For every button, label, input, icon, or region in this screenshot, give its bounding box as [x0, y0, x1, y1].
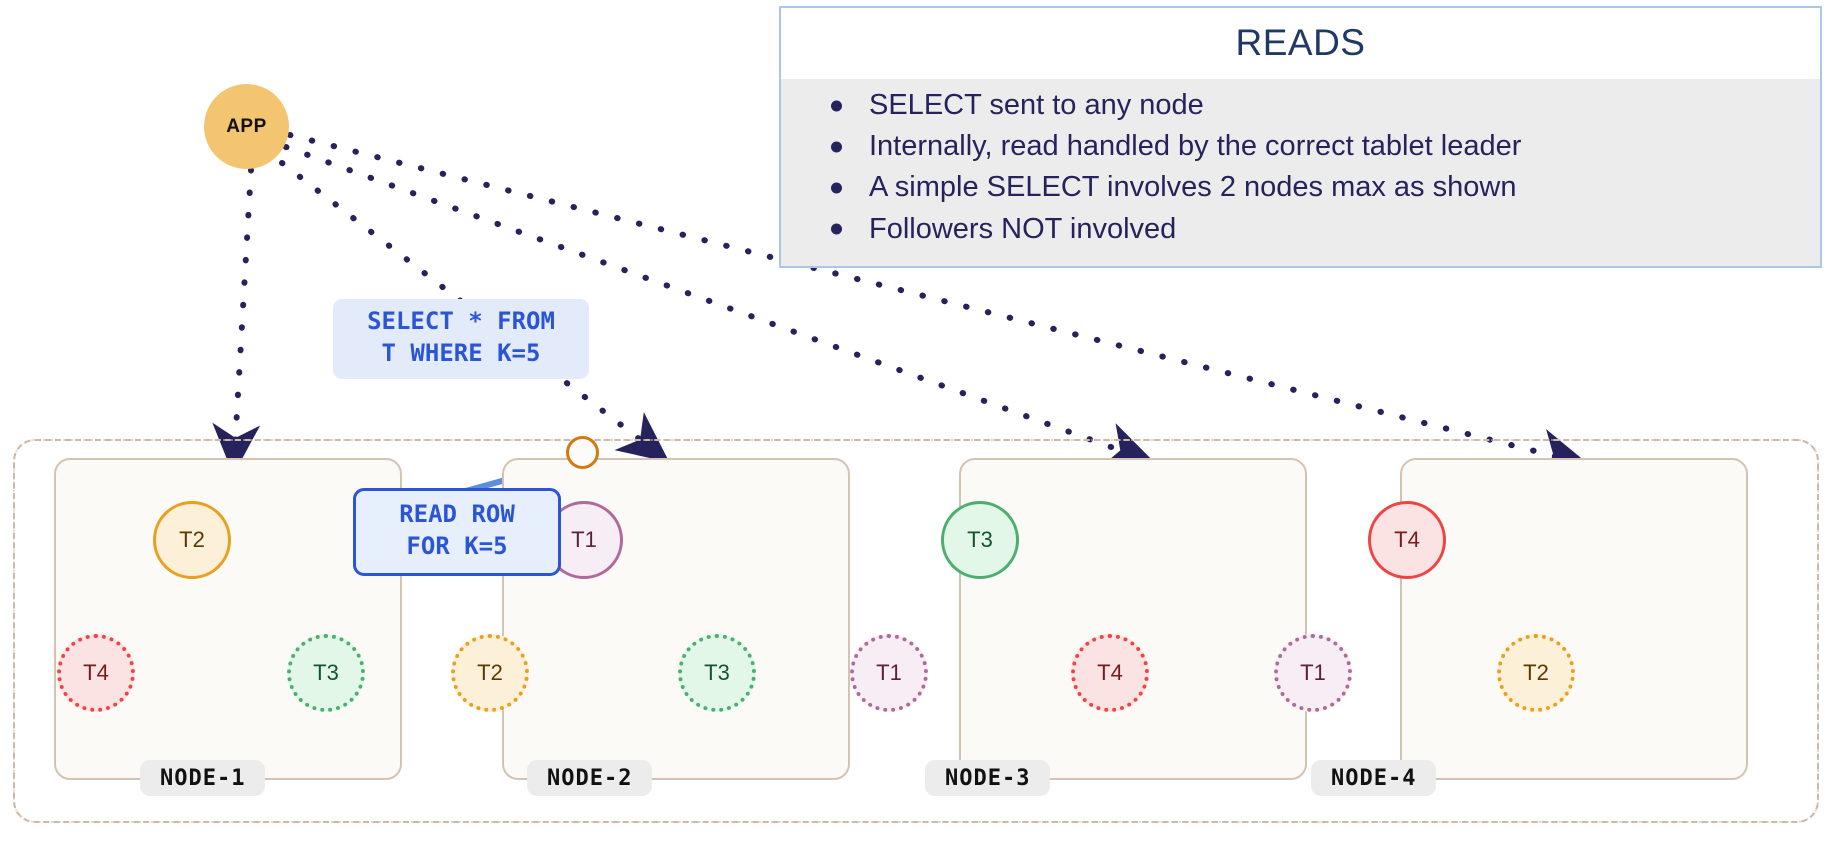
read-line-2: FOR K=5 [406, 531, 508, 560]
cluster-boundary [13, 439, 1819, 823]
edge-app-to-node1 [212, 167, 261, 475]
tablet-label: T4 [83, 660, 109, 685]
sql-line-2: T WHERE K=5 [381, 338, 541, 367]
read-row-callout: READ ROW FOR K=5 [353, 488, 561, 576]
tablet-label: T1 [571, 527, 597, 552]
sql-statement-callout: SELECT * FROM T WHERE K=5 [333, 299, 589, 379]
tablet-leader-node-1[interactable]: T2 [153, 501, 231, 579]
tablet-label: T3 [313, 660, 339, 685]
bullet-icon [831, 223, 842, 235]
node-label-node-1: NODE-1 [140, 760, 266, 796]
list-item: Internally, read handled by the correct … [825, 126, 1798, 167]
panel-body: SELECT sent to any node Internally, read… [781, 79, 1820, 266]
tablet-leader-node-3[interactable]: T3 [941, 501, 1019, 579]
tablet-follower-node-2-a[interactable]: T2 [451, 634, 529, 712]
tablet-label: T4 [1394, 527, 1420, 552]
tablet-follower-node-1-b[interactable]: T3 [287, 634, 365, 712]
node-label-node-2: NODE-2 [527, 760, 653, 796]
list-item: A simple SELECT involves 2 nodes max as … [825, 167, 1798, 208]
node-name: NODE-1 [160, 765, 246, 791]
bullet-text: Internally, read handled by the correct … [869, 130, 1522, 163]
list-item: Followers NOT involved [825, 209, 1798, 250]
tablet-label: T4 [1097, 660, 1123, 685]
bullet-icon [831, 182, 842, 194]
panel-bullet-list: SELECT sent to any node Internally, read… [781, 85, 1820, 250]
tablet-label: T1 [1300, 660, 1326, 685]
read-line-1: READ ROW [399, 500, 515, 528]
sql-line-1: SELECT * FROM [367, 307, 555, 335]
node-label-node-4: NODE-4 [1311, 760, 1437, 796]
tablet-label: T3 [967, 527, 993, 552]
tablet-label: T3 [704, 660, 730, 685]
tablet-label: T2 [477, 660, 503, 685]
request-entry-point-ring[interactable] [566, 436, 599, 469]
list-item: SELECT sent to any node [825, 85, 1798, 126]
bullet-text: Followers NOT involved [869, 212, 1177, 245]
node-name: NODE-3 [945, 765, 1031, 791]
bullet-icon [831, 141, 842, 153]
tablet-follower-node-4-b[interactable]: T2 [1497, 634, 1575, 712]
node-box-node-4[interactable] [1400, 458, 1748, 780]
tablet-label: T2 [1523, 660, 1549, 685]
app-client-node[interactable]: APP [204, 84, 289, 169]
tablet-label: T1 [876, 660, 902, 685]
tablet-follower-node-2-b[interactable]: T3 [678, 634, 756, 712]
bullet-text: A simple SELECT involves 2 nodes max as … [869, 171, 1517, 204]
tablet-follower-node-4-a[interactable]: T1 [1274, 634, 1352, 712]
bullet-text: SELECT sent to any node [869, 89, 1204, 121]
tablet-leader-node-4[interactable]: T4 [1368, 501, 1446, 579]
panel-title: READS [781, 8, 1820, 79]
bullet-icon [831, 100, 842, 112]
node-name: NODE-2 [547, 765, 633, 791]
app-label: APP [226, 115, 267, 137]
node-name: NODE-4 [1331, 765, 1417, 791]
node-box-node-3[interactable] [959, 458, 1307, 780]
tablet-follower-node-3-a[interactable]: T1 [850, 634, 928, 712]
tablet-follower-node-1-a[interactable]: T4 [57, 634, 135, 712]
node-label-node-3: NODE-3 [925, 760, 1051, 796]
node-box-node-1[interactable] [54, 458, 402, 780]
tablet-label: T2 [179, 527, 205, 552]
reads-info-panel: READS SELECT sent to any node Internally… [779, 6, 1822, 268]
tablet-follower-node-3-b[interactable]: T4 [1071, 634, 1149, 712]
